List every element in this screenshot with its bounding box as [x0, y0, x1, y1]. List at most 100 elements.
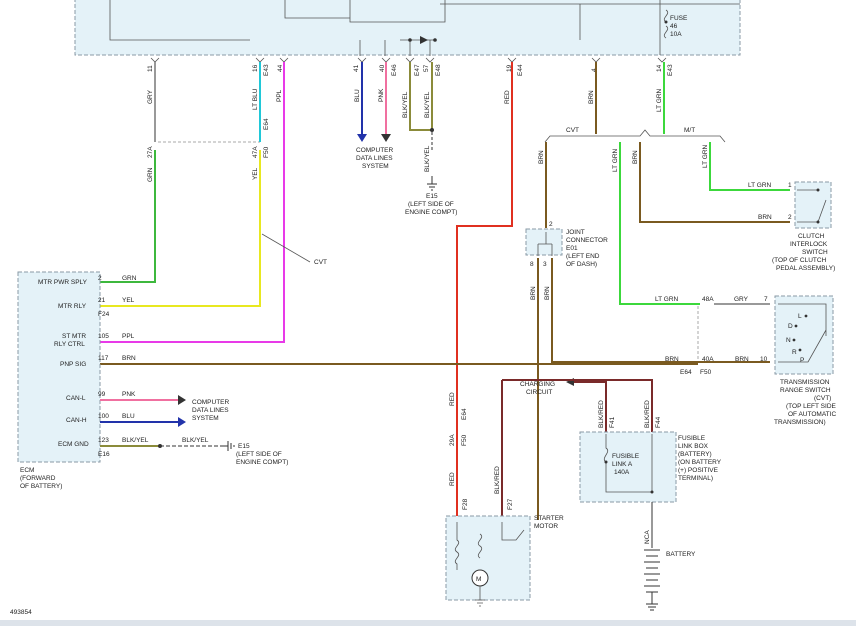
- pin-14: 14: [656, 64, 663, 72]
- svg-text:99: 99: [98, 391, 106, 398]
- svg-text:CAN-H: CAN-H: [66, 417, 87, 424]
- clutch-pin-1: 1: [788, 182, 792, 189]
- trs-pin-7: 7: [764, 296, 768, 303]
- wire-grn: GRN: [147, 167, 154, 182]
- wire-brn-top: BRN: [588, 90, 595, 104]
- svg-text:MTR PWR SPLY: MTR PWR SPLY: [38, 279, 88, 286]
- conn-f50b: F50: [461, 434, 468, 446]
- conn-e43b: E43: [667, 64, 674, 76]
- svg-text:OF BATTERY): OF BATTERY): [20, 483, 62, 490]
- conn-e48: E48: [435, 64, 442, 76]
- svg-text:SYSTEM: SYSTEM: [192, 415, 219, 422]
- conn-e43: E43: [263, 64, 270, 76]
- svg-text:PNP SIG: PNP SIG: [60, 361, 86, 368]
- svg-text:E15: E15: [238, 443, 250, 450]
- pin-4: 4: [591, 68, 598, 72]
- svg-text:(TOP OF CLUTCH: (TOP OF CLUTCH: [772, 257, 827, 264]
- conn-48a: 48A: [702, 296, 714, 303]
- svg-text:MTR RLY: MTR RLY: [58, 303, 87, 310]
- wire-brn-j2: BRN: [544, 286, 551, 300]
- svg-text:DATA LINES: DATA LINES: [192, 407, 229, 414]
- svg-text:ECM GND: ECM GND: [58, 441, 89, 448]
- conn-29a: 29A: [449, 434, 456, 446]
- wire-yel: YEL: [252, 167, 259, 180]
- wire-blkred-3: BLK/RED: [494, 466, 501, 494]
- conn-e64b: E64: [461, 408, 468, 420]
- joint-pin-3: 3: [543, 261, 547, 268]
- svg-text:MOTOR: MOTOR: [534, 523, 558, 530]
- e15-top-2: (LEFT SIDE OF: [408, 201, 454, 208]
- svg-text:117: 117: [98, 355, 109, 362]
- conn-f28: F28: [462, 498, 469, 510]
- svg-text:TRANSMISSION: TRANSMISSION: [780, 379, 830, 386]
- wire-brn-pnp-2: BRN: [735, 356, 749, 363]
- pin-41: 41: [353, 64, 360, 72]
- svg-text:TRANSMISSION): TRANSMISSION): [774, 419, 826, 426]
- motor-label: M: [476, 576, 481, 583]
- clutch-switch-box: [794, 181, 832, 229]
- starter-motor-box: [445, 515, 531, 601]
- cvt-callout: CVT: [314, 259, 327, 266]
- svg-text:CAN-L: CAN-L: [66, 395, 86, 402]
- top-module-box: [74, 0, 741, 56]
- svg-text:CONNECTOR: CONNECTOR: [566, 237, 608, 244]
- starter-label: STARTER MOTOR: [534, 515, 564, 530]
- wire-blu: BLU: [354, 89, 361, 102]
- wire-red-3: RED: [449, 472, 456, 486]
- trs-label: TRANSMISSION RANGE SWITCH (CVT) (TOP LEF…: [774, 379, 837, 426]
- svg-text:PNK: PNK: [122, 391, 136, 398]
- clutch-pin-2: 2: [788, 214, 792, 221]
- svg-text:LINK BOX: LINK BOX: [678, 443, 709, 450]
- wire-ltgrn-top: LT GRN: [656, 88, 663, 112]
- pin-16: 16: [252, 64, 259, 72]
- joint-pin-8: 8: [530, 261, 534, 268]
- svg-text:CLUTCH: CLUTCH: [798, 233, 825, 240]
- wire-ltgrn-cvt: LT GRN: [612, 148, 619, 172]
- wire-red-1: RED: [504, 90, 511, 104]
- wire-blkred-1: BLK/RED: [598, 400, 605, 428]
- ecm-box: [17, 271, 101, 463]
- wire-brn-mt: BRN: [632, 150, 639, 164]
- svg-text:ENGINE COMPT): ENGINE COMPT): [236, 459, 288, 466]
- diode-icon: [420, 36, 428, 44]
- wire-blkyel-1: BLK/YEL: [402, 91, 409, 118]
- pin-11: 11: [147, 65, 154, 72]
- svg-text:INTERLOCK: INTERLOCK: [790, 241, 828, 248]
- nca-label: NCA: [644, 530, 651, 544]
- conn-e46: E46: [391, 64, 398, 76]
- joint-connector-box: [525, 228, 563, 256]
- svg-text:BRN: BRN: [122, 355, 136, 362]
- conn-f27: F27: [507, 498, 514, 510]
- data-lines-top-1: COMPUTER: [356, 147, 394, 154]
- svg-text:(LEFT SIDE OF: (LEFT SIDE OF: [236, 451, 282, 458]
- cvt-label: CVT: [566, 127, 579, 134]
- svg-text:LINK A: LINK A: [612, 461, 633, 468]
- conn-f44: F44: [655, 416, 662, 428]
- trs-pin-10: 10: [760, 356, 768, 363]
- e15-mid: E15 (LEFT SIDE OF ENGINE COMPT): [236, 443, 288, 466]
- svg-text:BLU: BLU: [122, 413, 135, 420]
- svg-text:2: 2: [98, 275, 102, 282]
- fuse-rating: 10A: [670, 31, 682, 38]
- wire-red-2: RED: [449, 392, 456, 406]
- svg-text:(+) POSITIVE: (+) POSITIVE: [678, 467, 719, 474]
- conn-f50c: F50: [700, 369, 712, 376]
- wire-gry-trs: GRY: [734, 296, 749, 303]
- svg-text:STARTER: STARTER: [534, 515, 564, 522]
- data-lines-top-3: SYSTEM: [362, 163, 389, 170]
- wire-brn-clutch: BRN: [758, 214, 772, 221]
- wire-gry: GRY: [147, 89, 154, 104]
- data-lines-mid: COMPUTER DATA LINES SYSTEM: [192, 399, 230, 422]
- wire-blkred-2: BLK/RED: [644, 400, 651, 428]
- svg-text:RANGE SWITCH: RANGE SWITCH: [780, 387, 831, 394]
- svg-text:YEL: YEL: [122, 297, 135, 304]
- wire-ltgrn-mt: LT GRN: [702, 144, 709, 168]
- wire-pnk: PNK: [378, 88, 385, 102]
- joint-label: JOINT CONNECTOR E01 (LEFT END OF DASH): [566, 229, 608, 268]
- mt-label: M/T: [684, 127, 695, 134]
- conn-e44: E44: [517, 64, 524, 76]
- e15-top-1: E15: [426, 193, 438, 200]
- conn-e47: E47: [414, 64, 421, 76]
- conn-47a: 47A: [252, 146, 259, 158]
